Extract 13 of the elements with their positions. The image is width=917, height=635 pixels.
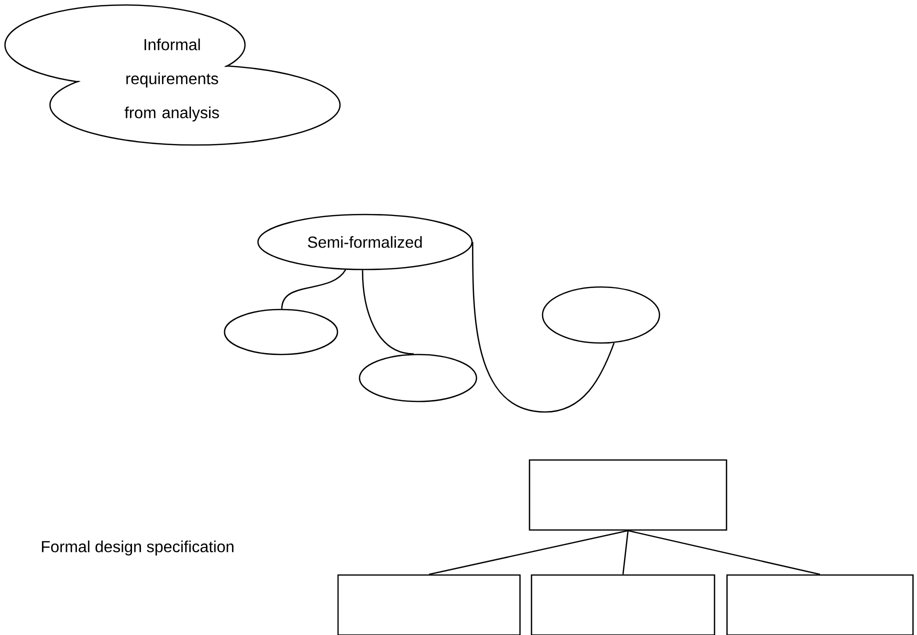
connector-line (281, 269, 346, 309)
connector-line (428, 530, 628, 575)
connector-line (362, 270, 414, 355)
ellipse (224, 308, 338, 356)
ellipse (358, 354, 478, 402)
connector-line (472, 242, 615, 413)
node-label: Informal (144, 38, 200, 50)
rectangle-box (528, 459, 728, 531)
text-label: Formal design specification (42, 540, 234, 556)
ellipse-node: Semi-formalized (257, 214, 473, 270)
connector-line (628, 530, 820, 575)
ellipse (542, 286, 660, 344)
connector-line (622, 530, 629, 574)
